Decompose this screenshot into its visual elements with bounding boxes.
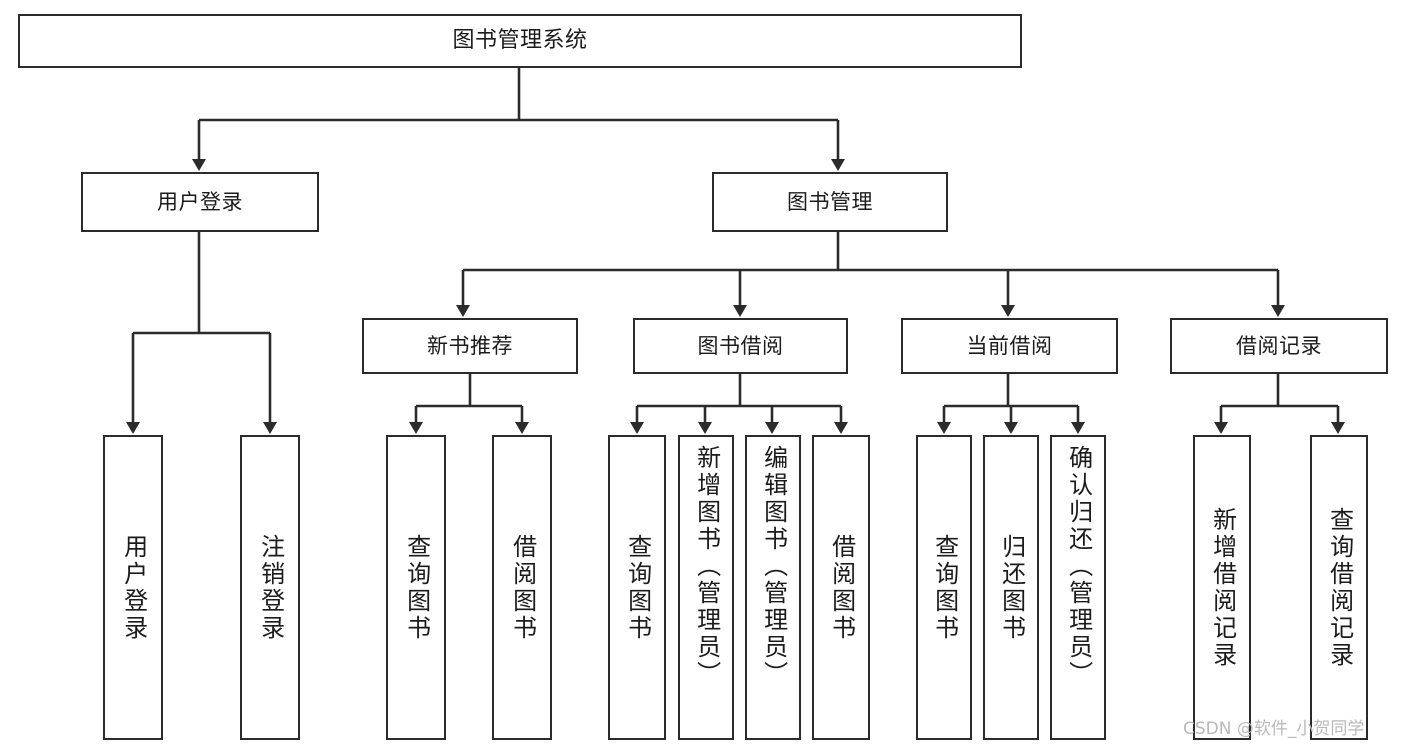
node-borrow-record[interactable]: 借阅记录: [1170, 318, 1388, 374]
node-label: 借阅图书: [508, 533, 537, 642]
node-current-borrow[interactable]: 当前借阅: [901, 318, 1118, 374]
leaf-new-book-borrow-book[interactable]: 借阅图书: [492, 435, 552, 740]
csdn-watermark: CSDN @软件_小贺同学: [1183, 719, 1365, 739]
node-book-borrow[interactable]: 图书借阅: [633, 318, 848, 374]
leaf-current-confirm-return-admin[interactable]: 确认归还（管理员）: [1050, 435, 1106, 740]
node-label: 图书借阅: [697, 333, 784, 358]
node-label: 用户登录: [119, 533, 148, 642]
leaf-borrow-add-book-admin[interactable]: 新增图书（管理员）: [678, 435, 734, 740]
leaf-record-add-record[interactable]: 新增借阅记录: [1193, 435, 1251, 740]
leaf-current-query-book[interactable]: 查询图书: [916, 435, 972, 740]
node-book-management[interactable]: 图书管理: [712, 172, 948, 232]
node-label: 查询图书: [402, 533, 431, 642]
node-label: 新增图书（管理员）: [692, 445, 721, 688]
node-label: 新增借阅记录: [1208, 506, 1237, 669]
node-label: 归还图书: [997, 533, 1026, 642]
node-label: 查询借阅记录: [1325, 506, 1354, 669]
node-label: 编辑图书（管理员）: [759, 445, 788, 688]
node-label: 确认归还（管理员）: [1064, 445, 1093, 688]
node-label: 新书推荐: [427, 333, 513, 358]
node-root-book-management-system[interactable]: 图书管理系统: [18, 14, 1022, 68]
leaf-new-book-query-book[interactable]: 查询图书: [386, 435, 446, 740]
node-new-book-recommend[interactable]: 新书推荐: [362, 318, 578, 374]
leaf-borrow-query-book[interactable]: 查询图书: [608, 435, 666, 740]
leaf-record-query-record[interactable]: 查询借阅记录: [1310, 435, 1368, 740]
leaf-user-login[interactable]: 用户登录: [103, 435, 163, 740]
node-label: 查询图书: [930, 533, 959, 642]
leaf-borrow-edit-book-admin[interactable]: 编辑图书（管理员）: [745, 435, 801, 740]
node-label: 当前借阅: [966, 333, 1053, 358]
node-label: 查询图书: [623, 533, 652, 642]
node-user-login[interactable]: 用户登录: [81, 172, 319, 232]
node-label: 图书管理: [787, 189, 873, 214]
node-label: 用户登录: [157, 189, 243, 214]
node-label: 图书管理系统: [452, 28, 588, 54]
node-label: 借阅图书: [827, 533, 856, 642]
leaf-borrow-borrow-book[interactable]: 借阅图书: [812, 435, 870, 740]
node-label: 借阅记录: [1236, 333, 1322, 358]
leaf-logout[interactable]: 注销登录: [240, 435, 300, 740]
leaf-current-return-book[interactable]: 归还图书: [983, 435, 1039, 740]
node-label: 注销登录: [256, 533, 285, 642]
